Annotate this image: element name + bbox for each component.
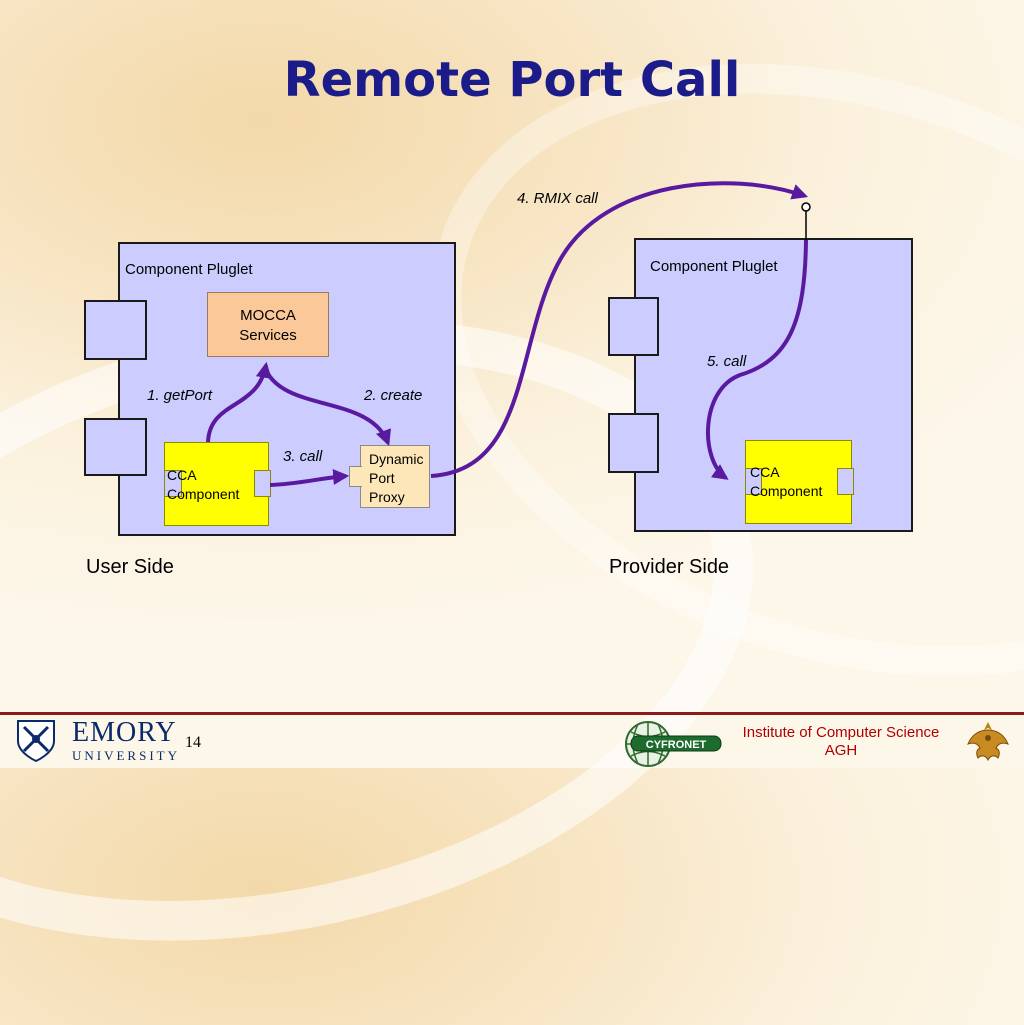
cca-notch-right (254, 470, 271, 497)
proxy-label: Dynamic Port Proxy (369, 451, 424, 505)
user-pluglet-label: Component Pluglet (125, 261, 253, 278)
step2-label: 2. create (364, 387, 423, 404)
provider-port-top (608, 297, 659, 356)
slide-title: Remote Port Call (283, 52, 741, 108)
cca-notch-right (837, 468, 854, 495)
institute-label: Institute of Computer Science AGH (742, 724, 940, 759)
provider-port-bottom (608, 413, 659, 473)
user-cca-label: CCA Component (167, 467, 240, 502)
step4-label: 4. RMIX call (517, 190, 598, 207)
footer-divider (0, 712, 1024, 715)
page-number: 14 (185, 734, 201, 751)
user-port-top (84, 300, 147, 360)
provider-pluglet-label: Component Pluglet (650, 258, 778, 275)
dynamic-port-proxy (349, 445, 430, 508)
agh-eagle-icon (967, 722, 1009, 762)
cca-notch-left (164, 470, 182, 497)
emory-logo: EMORY UNIVERSITY (72, 717, 180, 764)
step3-label: 3. call (283, 448, 323, 465)
provider-side-caption: Provider Side (609, 556, 730, 578)
provider-port-socket (801, 202, 811, 212)
step5-label: 5. call (707, 353, 747, 370)
emory-shield-icon (17, 720, 55, 763)
user-side-caption: User Side (86, 556, 174, 578)
proxy-tab (349, 466, 362, 487)
user-cca-component (164, 442, 271, 526)
mocca-services: MOCCA Services (207, 292, 329, 357)
cyfronet-text: CYFRONET (646, 739, 707, 751)
provider-cca-label: CCA Component (750, 464, 823, 499)
user-port-bottom (84, 418, 147, 476)
step1-label: 1. getPort (147, 387, 213, 404)
cyfronet-globe-icon: CYFRONET (625, 721, 722, 767)
